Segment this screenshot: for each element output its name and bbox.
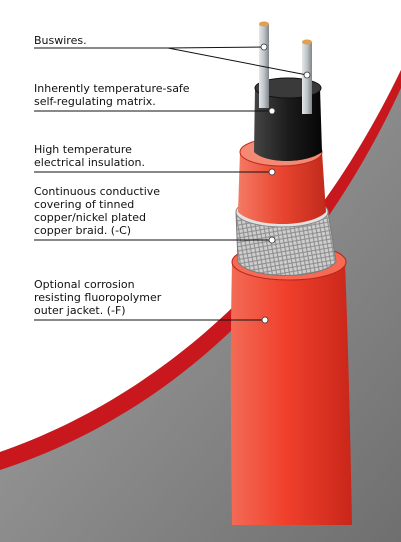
buswire-left bbox=[259, 24, 269, 108]
label-matrix: Inherently temperature-safe self-regulat… bbox=[34, 82, 190, 108]
label-buswires: Buswires. bbox=[34, 34, 87, 47]
label-insulation: High temperature electrical insulation. bbox=[34, 143, 145, 169]
label-braid: Continuous conductive covering of tinned… bbox=[34, 185, 161, 237]
electrical-insulation bbox=[238, 152, 326, 224]
outer-jacket bbox=[230, 262, 352, 525]
label-jacket: Optional corrosion resisting fluoropolym… bbox=[34, 278, 162, 317]
copper-braid bbox=[236, 212, 336, 276]
callout-lines bbox=[34, 46, 308, 321]
callout-dots bbox=[260, 43, 311, 324]
buswire-left-tip bbox=[259, 21, 269, 27]
buswire-right-tip bbox=[302, 39, 312, 45]
